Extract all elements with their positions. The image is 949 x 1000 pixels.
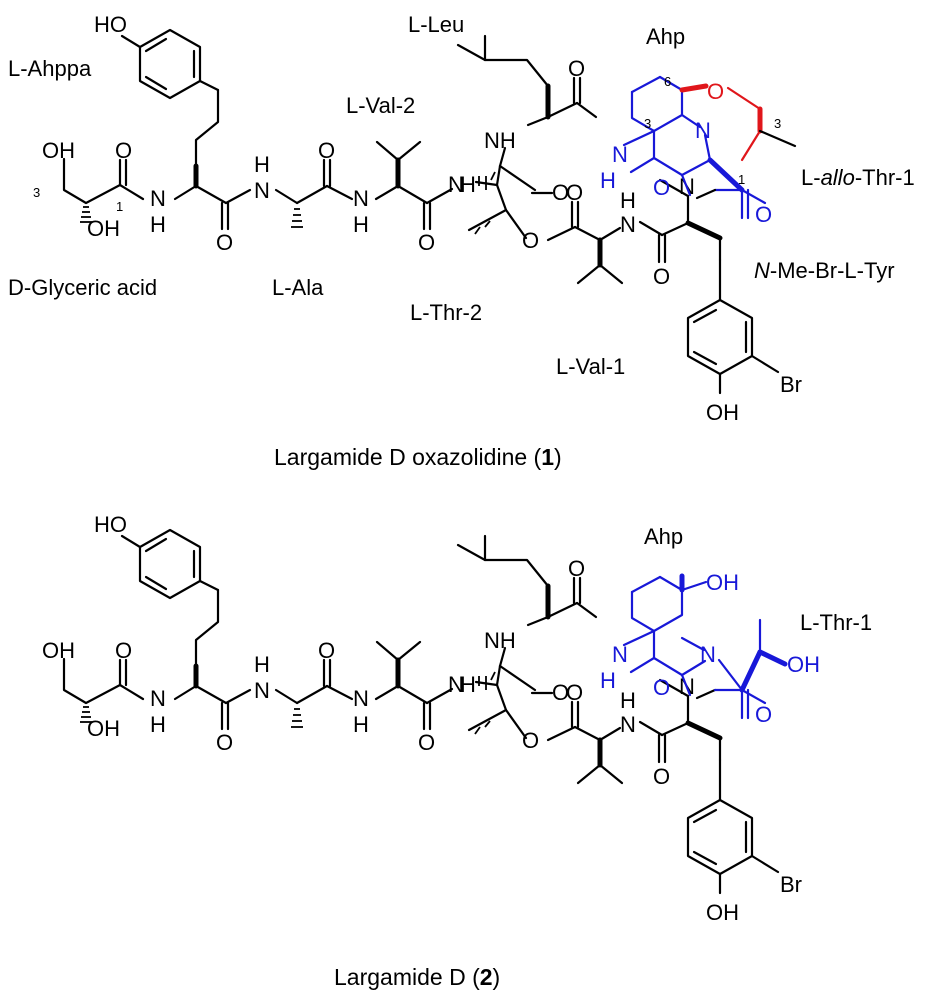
label-val-2: L-Val-2 [346, 93, 415, 118]
structure-1-largamide-d-oxazolidine: N H O N O O 3 1 6 3 3 1 L-Ahppa L-Val-2 … [8, 12, 915, 470]
ahp-residue: N H O N O [600, 75, 772, 227]
structure-2-caption: Largamide D (2) [334, 964, 500, 990]
structure-2-largamide-d: N H O N OH OH O Ahp L-Thr-1 Largamide D … [42, 512, 872, 990]
label-ahppa: L-Ahppa [8, 56, 92, 81]
oxazolidine-oxygen-label: O [707, 79, 724, 104]
ahp-amide-h-label: H [600, 668, 616, 693]
ahp-ring-nitrogen-label: N [700, 642, 716, 667]
label-thr-1: L-Thr-1 [800, 610, 872, 635]
ahp-residue-open: N H O N OH OH O [600, 570, 820, 727]
locant-thr-1: 1 [738, 172, 745, 187]
structure-1-core [42, 12, 802, 425]
locant-thr-3: 3 [774, 116, 781, 131]
thr-hydroxyl-label: OH [787, 652, 820, 677]
label-n-me-br-tyr: N-Me-Br-L-Tyr [754, 258, 895, 283]
ahp-amide-nh-label: N [612, 642, 628, 667]
label-leu: L-Leu [408, 12, 464, 37]
label-glyceric-acid: D-Glyceric acid [8, 275, 157, 300]
locant-ahp-3: 3 [644, 116, 651, 131]
ahp-amide-nh-label: N [612, 142, 628, 167]
structure-1-caption: Largamide D oxazolidine (1) [274, 444, 562, 470]
label-val-1: L-Val-1 [556, 354, 625, 379]
thr-carbonyl-oxygen-label: O [755, 702, 772, 727]
structure-2-core [42, 512, 802, 925]
ahp-carbonyl-oxygen-label: O [653, 175, 670, 200]
label-ahp: Ahp [646, 24, 685, 49]
locant-glyceric-1: 1 [116, 199, 123, 214]
label-ahp: Ahp [644, 524, 683, 549]
hemiaminal-hydroxyl-label: OH [706, 570, 739, 595]
label-thr-2: L-Thr-2 [410, 300, 482, 325]
ahp-amide-h-label: H [600, 168, 616, 193]
locant-glyceric-3: 3 [33, 185, 40, 200]
locant-ahp-6: 6 [664, 74, 671, 89]
ahp-carbonyl-oxygen-label: O [653, 675, 670, 700]
label-ala: L-Ala [272, 275, 324, 300]
thr-carbonyl-oxygen-label: O [755, 202, 772, 227]
ahp-ring-nitrogen-label: N [695, 118, 711, 143]
label-allo-thr-1: L-allo-Thr-1 [801, 165, 915, 190]
oxazolidine-ring: O [679, 79, 797, 162]
